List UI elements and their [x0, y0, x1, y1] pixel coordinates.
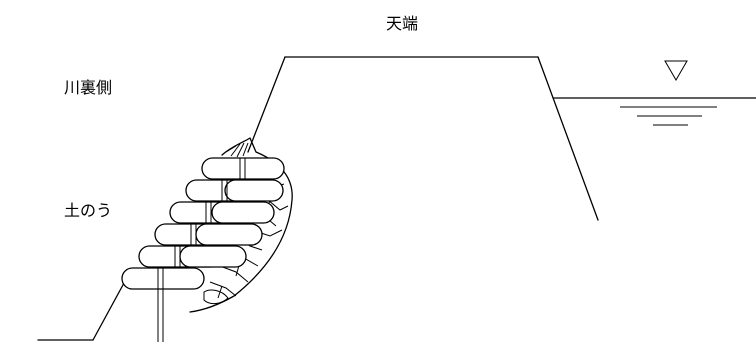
sandbag-stack — [121, 157, 285, 342]
sandbag — [201, 157, 285, 180]
landside-upper-slope — [247, 56, 286, 153]
sandbag — [211, 201, 275, 224]
sandbag — [195, 223, 263, 246]
crest-label: 天端 — [386, 14, 419, 33]
landside-label: 川裏側 — [64, 78, 113, 97]
riverside-slope — [537, 56, 599, 221]
sandbag — [224, 179, 284, 202]
sandbag — [179, 245, 247, 268]
sandbag-label: 土のう — [64, 201, 113, 220]
water-level-triangle-icon — [664, 60, 688, 81]
slip-hatch — [225, 142, 249, 158]
